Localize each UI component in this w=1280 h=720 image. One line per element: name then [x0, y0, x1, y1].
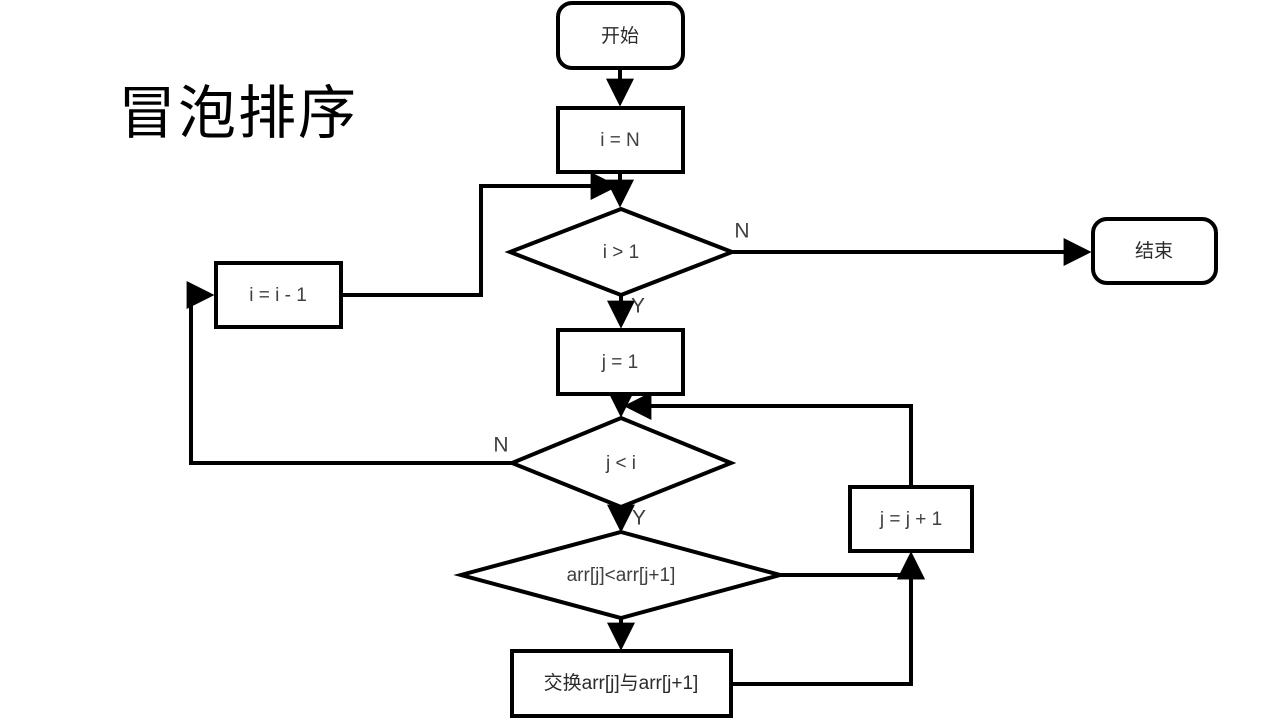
- end-shape: [1091, 217, 1218, 285]
- node-init-i-label: i = N: [600, 130, 640, 151]
- node-start[interactable]: 开始: [556, 1, 685, 70]
- branch-label-layer: N Y N Y: [493, 220, 749, 530]
- swap-shape: [510, 649, 733, 718]
- node-start-label: 开始: [601, 25, 639, 47]
- node-inc-j[interactable]: j = j + 1: [848, 485, 974, 553]
- init-i-shape: [556, 106, 685, 174]
- node-init-j[interactable]: j = 1: [556, 328, 685, 396]
- node-layer: 开始 i = N i > 1 结束 i = i - 1: [214, 1, 1218, 718]
- dec-i-shape: [214, 261, 343, 329]
- node-inc-j-label: j = j + 1: [879, 509, 942, 530]
- cond-i-shape: [504, 206, 738, 298]
- node-swap-label: 交换arr[j]与arr[j+1]: [544, 672, 699, 694]
- cond-j-shape: [506, 415, 737, 510]
- connector-layer: [186, 68, 1092, 686]
- cond-arr-shape: [453, 529, 788, 621]
- node-swap[interactable]: 交换arr[j]与arr[j+1]: [510, 649, 733, 718]
- node-cond-i[interactable]: i > 1: [504, 206, 738, 298]
- branch-label-n-cond-j: N: [493, 434, 508, 457]
- node-init-j-label: j = 1: [601, 352, 638, 373]
- node-end[interactable]: 结束: [1091, 217, 1218, 285]
- branch-label-y-cond-j: Y: [632, 507, 646, 530]
- node-dec-i[interactable]: i = i - 1: [214, 261, 343, 329]
- branch-label-n-cond-i: N: [734, 220, 749, 243]
- start-shape: [556, 1, 685, 70]
- node-init-i[interactable]: i = N: [556, 106, 685, 174]
- edge-cond-arr-to-inc-j: [780, 551, 925, 580]
- init-j-shape: [556, 328, 685, 396]
- page-title: 冒泡排序: [118, 79, 359, 147]
- edge-dec-i-to-cond-i: [341, 172, 619, 297]
- node-cond-j-label: j < i: [605, 453, 636, 474]
- node-end-label: 结束: [1135, 240, 1173, 262]
- branch-label-y-cond-i: Y: [631, 295, 645, 318]
- node-cond-arr-label: arr[j]<arr[j+1]: [567, 565, 676, 586]
- node-cond-j[interactable]: j < i: [506, 415, 737, 510]
- inc-j-shape: [848, 485, 974, 553]
- node-dec-i-label: i = i - 1: [249, 285, 307, 306]
- edge-swap-to-inc-j: [731, 551, 925, 686]
- node-cond-arr[interactable]: arr[j]<arr[j+1]: [453, 529, 788, 621]
- edge-cond-j-to-dec-i: [186, 281, 512, 465]
- edge-inc-j-to-cond-j: [623, 392, 913, 487]
- node-cond-i-label: i > 1: [603, 242, 639, 263]
